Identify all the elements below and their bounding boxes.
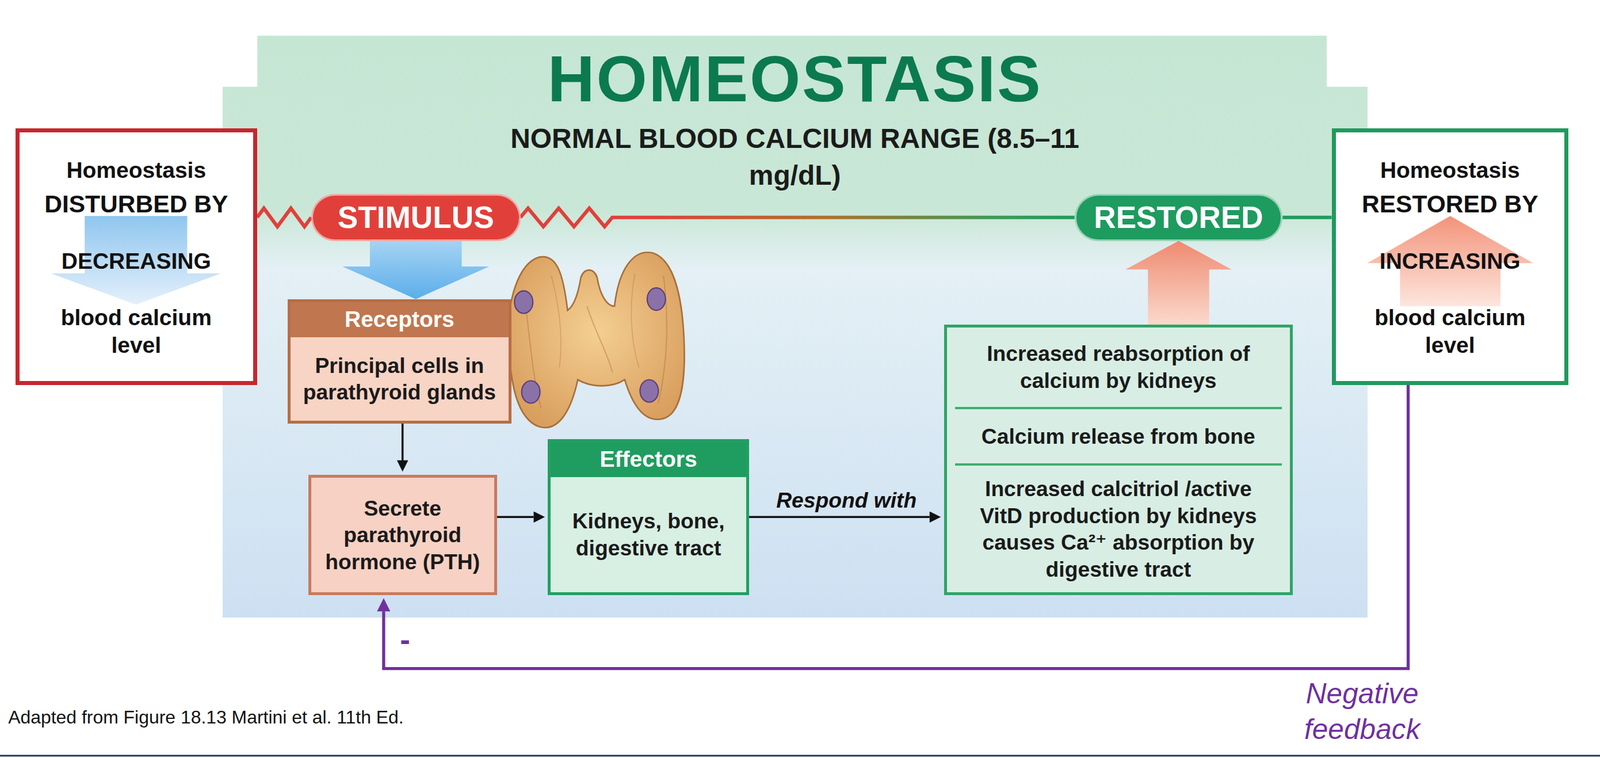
- box-heading: Effectors: [550, 441, 746, 477]
- direction-word: DECREASING: [61, 247, 212, 276]
- label-holder: Negative feedback: [1291, 675, 1434, 747]
- parathyroid-gland: [521, 380, 540, 404]
- gland-texture: [551, 275, 561, 368]
- bottom-rule: [0, 754, 1600, 757]
- source-caption: Adapted from Figure 18.13 Martini et al.…: [8, 705, 404, 728]
- down-arrow-shape: [50, 216, 221, 305]
- block-arrow: [1125, 241, 1232, 325]
- label-holder: -: [399, 624, 411, 655]
- box-heading: Homeostasis: [66, 157, 206, 185]
- direction-word: INCREASING: [1379, 247, 1521, 276]
- pill-label: STIMULUS: [337, 199, 495, 236]
- connector: [383, 384, 1409, 669]
- connector: [1282, 215, 1332, 220]
- receptor-box: ReceptorsPrincipal cells in parathyroid …: [287, 299, 511, 424]
- box-heading: RESTORED BY: [1361, 189, 1539, 219]
- parathyroid-gland: [639, 379, 659, 403]
- box-heading: Receptors: [290, 302, 509, 338]
- effector-box: EffectorsKidneys, bone, digestive tract: [547, 438, 749, 595]
- connector: [401, 423, 404, 461]
- label-holder: Respond with: [776, 487, 917, 514]
- parathyroid-gland: [646, 287, 666, 311]
- connector: [520, 208, 1075, 227]
- box-heading: Homeostasis: [1380, 157, 1521, 185]
- thyroid-gland: [508, 252, 685, 428]
- diagram-title: HOMEOSTASIS: [547, 46, 1043, 112]
- range-heading: NORMAL BLOOD CALCIUM RANGE (8.5–11 mg/dL…: [509, 120, 1081, 194]
- response-item: Calcium release from bone: [955, 406, 1282, 464]
- connector: [749, 516, 930, 519]
- box-text: blood calcium level: [1363, 303, 1538, 361]
- box-text: blood calcium level: [49, 303, 224, 361]
- disturbance-box: HomeostasisDISTURBED BY DECREASING blood c…: [15, 128, 258, 385]
- box-text: Principal cells in parathyroid glands: [290, 337, 509, 421]
- box-text: Kidneys, bone, digestive tract: [550, 476, 746, 593]
- connector: [257, 208, 312, 227]
- sign-mark: -: [399, 624, 411, 655]
- label-holder: Adapted from Figure 18.13 Martini et al.…: [8, 705, 404, 728]
- panel-shape: [222, 35, 1368, 618]
- edge-label: Negative feedback: [1291, 675, 1434, 747]
- connector: [497, 516, 534, 519]
- up-arrow-shape: [1366, 216, 1534, 307]
- stimulus-pill: STIMULUS: [311, 193, 521, 242]
- edge-label: Respond with: [776, 487, 917, 514]
- response-item: Increased reabsorption of calcium by kid…: [955, 327, 1282, 407]
- restoration-box: HomeostasisRESTORED BY INCREASING blood ca…: [1331, 128, 1569, 385]
- response-box: Increased reabsorption of calcium by kid…: [944, 324, 1294, 595]
- pill-label: RESTORED: [1093, 199, 1264, 236]
- box-text: Secrete parathyroid hormone (PTH): [311, 477, 495, 593]
- parathyroid-gland: [514, 290, 533, 313]
- block-arrow: [342, 241, 490, 300]
- hormone-box: Secrete parathyroid hormone (PTH): [308, 474, 498, 595]
- response-item: Increased calcitriol /active VitD produc…: [955, 463, 1282, 593]
- box-heading: DISTURBED BY: [44, 189, 228, 219]
- restored-pill: RESTORED: [1074, 193, 1283, 242]
- gland-texture: [586, 306, 613, 373]
- gland-texture: [631, 273, 639, 368]
- homeostasis-panel: HOMEOSTASIS NORMAL BLOOD CALCIUM RANGE (8…: [222, 35, 1368, 618]
